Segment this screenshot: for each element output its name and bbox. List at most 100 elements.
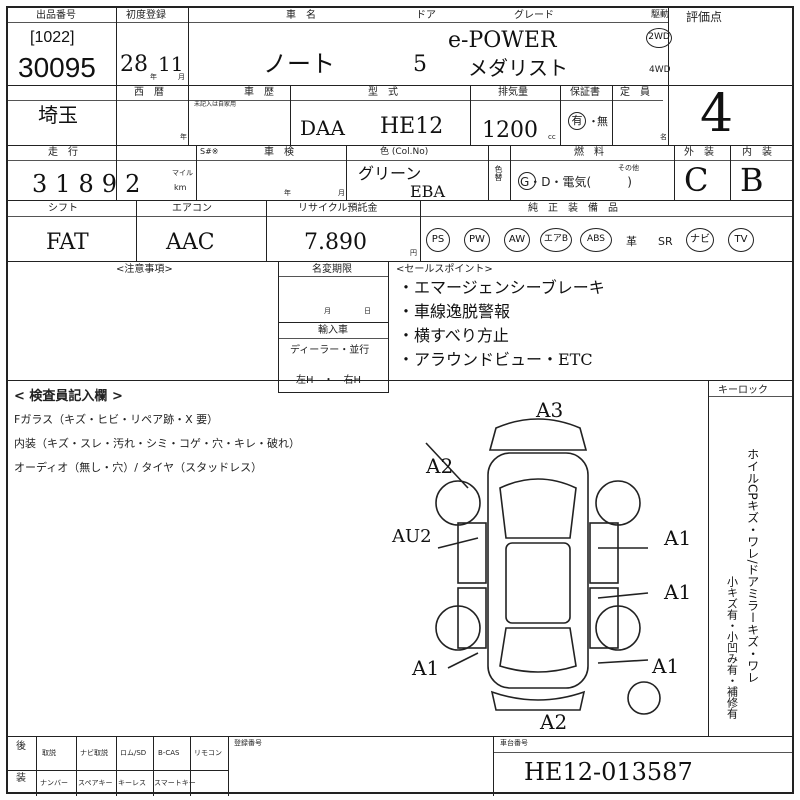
interior-grade: B <box>740 161 764 199</box>
capacity-label: 定 員 <box>620 87 650 98</box>
recycle: 7.890 <box>304 230 367 255</box>
ac-label: エアコン <box>172 203 212 214</box>
damage-left-rear: A1 <box>412 656 440 680</box>
displacement-label: 排気量 <box>498 87 528 98</box>
windshield-outline <box>499 478 577 539</box>
reg-year: 28 <box>120 52 148 77</box>
damage-right-mid: A1 <box>664 580 692 604</box>
ac: AAC <box>166 230 215 255</box>
model-label: 型 式 <box>368 87 398 98</box>
import-label: 輸入車 <box>318 325 348 336</box>
drive-4wd: 4WD <box>649 65 671 75</box>
col-divider <box>136 200 137 261</box>
model-code: HE12 <box>380 114 444 139</box>
exterior-grade: C <box>684 161 709 199</box>
equip-ps: PS <box>426 228 450 252</box>
reg-year-unit: 年 <box>150 73 157 81</box>
warranty-no: 無 <box>597 115 608 128</box>
label-line <box>8 22 668 23</box>
color-change-label: 色替 <box>494 165 503 181</box>
keylock-label: キーロック <box>718 385 768 396</box>
footer-item: スマートキー <box>154 779 196 787</box>
inspector-line: Fガラス（キズ・ヒビ・リペア跡・X 要） <box>14 413 219 426</box>
lot-label: 出品番号 <box>36 10 76 21</box>
label-line <box>8 100 663 101</box>
sales-point: ・横すべり方止 <box>398 326 509 345</box>
col-divider <box>420 200 421 261</box>
grade-line1: e-POWER <box>448 28 557 53</box>
mark-line <box>597 592 649 599</box>
doors: 5 <box>413 52 427 77</box>
col-divider <box>153 736 154 796</box>
inspection-month-unit: 月 <box>338 189 345 197</box>
color: グリーン <box>358 164 422 183</box>
equip-aw: AW <box>504 228 530 252</box>
rear-bumper-outline <box>490 690 586 711</box>
lot-number: 30095 <box>18 52 96 83</box>
inspection-year-unit: 年 <box>284 189 291 197</box>
grade-label: グレード <box>514 10 554 21</box>
col-divider <box>36 736 37 796</box>
yen-unit: 円 <box>410 249 417 257</box>
score-label: 評価点 <box>686 10 723 24</box>
mileage: 31892 <box>32 170 149 198</box>
label-line <box>8 160 792 161</box>
door-label: ドア <box>416 10 436 21</box>
meigi-month-unit: 月 <box>324 307 331 315</box>
label-line <box>708 396 792 397</box>
s-label: S#※ <box>200 147 219 156</box>
drive-label: 駆動 <box>651 10 670 20</box>
dealer-label: ディーラー・並行 <box>290 345 370 356</box>
col-divider <box>388 261 389 393</box>
warranty-label: 保証書 <box>570 87 600 98</box>
col-divider <box>730 145 731 200</box>
damage-front: A3 <box>536 398 564 422</box>
mark-line <box>425 442 469 489</box>
equipment-label: 純 正 装 備 品 <box>528 203 618 214</box>
col-divider <box>470 85 471 145</box>
roof-outline <box>505 542 571 624</box>
footer-item: ナンバー <box>40 779 68 787</box>
wheel-front-right <box>595 480 641 526</box>
damage-right-rear: A1 <box>652 654 680 678</box>
wheel-rear-right <box>595 605 641 651</box>
sales-point: ・エマージェンシーブレーキ <box>398 278 605 297</box>
footer-side-label: 後 <box>16 741 26 752</box>
history-label: 車 歴 <box>244 87 274 98</box>
label-line <box>8 216 792 217</box>
warranty-dot: ・ <box>588 115 599 128</box>
drive-2wd: 2WD <box>646 28 672 48</box>
col-divider <box>674 145 675 200</box>
front-bumper-outline <box>488 418 588 451</box>
car-name-label: 車 名 <box>286 10 316 21</box>
footer-item: B-CAS <box>158 749 180 757</box>
col-divider <box>346 145 347 200</box>
grade-line2: メダリスト <box>468 56 568 80</box>
row-divider <box>8 145 792 146</box>
row-divider <box>8 380 792 381</box>
mileage-unit-mile: マイル <box>172 169 193 177</box>
notes-label: <注意事項> <box>116 264 173 275</box>
col-divider <box>493 736 494 796</box>
shift-label: シフト <box>48 203 78 214</box>
damage-left-side: AU2 <box>392 526 432 547</box>
car-name: ノート <box>263 50 335 78</box>
recycle-label: リサイクル預託金 <box>298 203 378 214</box>
col-divider <box>278 261 279 393</box>
left-door-front <box>457 522 487 584</box>
right-door-front <box>589 522 619 584</box>
mileage-unit-km: km <box>174 183 187 192</box>
equip-leather: 革 <box>626 235 637 248</box>
row-divider <box>8 85 792 86</box>
shift: FAT <box>46 230 89 255</box>
inspection-label: 車 検 <box>264 147 294 158</box>
first-reg-label: 初度登録 <box>126 10 166 21</box>
region: 埼玉 <box>38 105 78 127</box>
fuel-other: その他 <box>618 164 639 172</box>
car-diagram <box>425 418 661 715</box>
equip-airbag: エアB <box>540 228 572 252</box>
equip-sr: SR <box>658 235 673 248</box>
displacement: 1200 <box>482 118 538 143</box>
equip-abs: ABS <box>580 228 612 252</box>
footer-item: 取説 <box>42 749 56 757</box>
